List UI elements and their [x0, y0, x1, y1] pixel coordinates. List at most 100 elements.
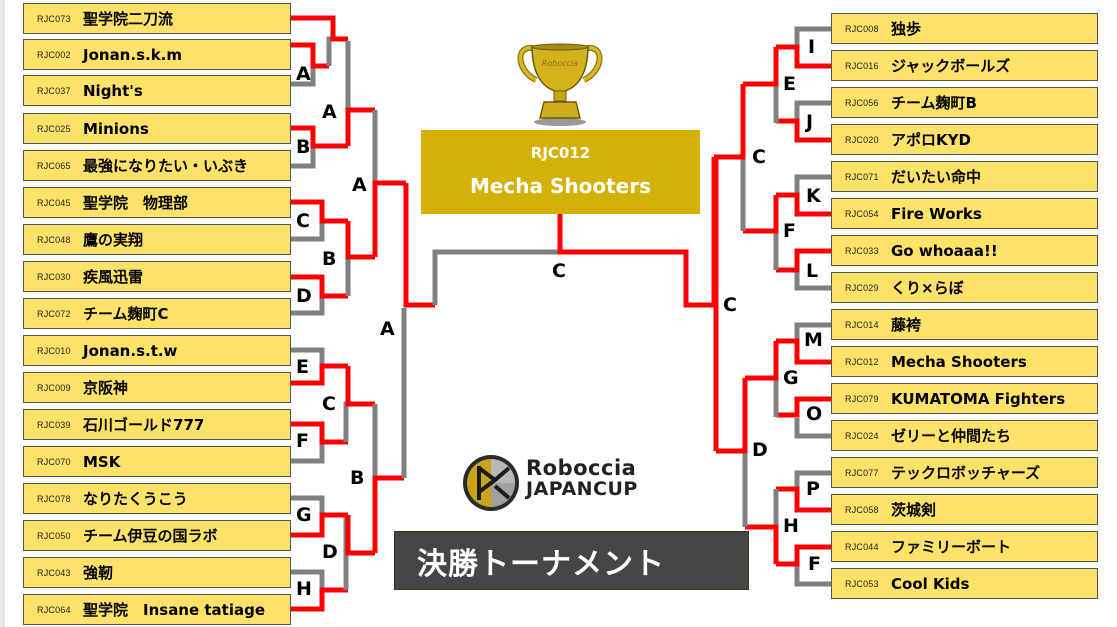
- match-label: A: [352, 174, 367, 196]
- team-code: RJC050: [37, 530, 71, 541]
- team-code: RJC048: [37, 234, 71, 245]
- match-label: F: [296, 430, 309, 452]
- team-code: RJC064: [37, 604, 71, 615]
- team-box[interactable]: RJC078 なりたくうこう: [23, 483, 291, 514]
- match-label: K: [806, 185, 821, 207]
- team-code: RJC072: [37, 308, 71, 319]
- team-code: RJC078: [37, 493, 71, 504]
- match-label: B: [296, 136, 311, 158]
- page-title: 決勝トーナメント: [394, 531, 749, 590]
- team-name: 強靭: [83, 564, 114, 582]
- match-label: J: [806, 111, 814, 133]
- team-code: RJC079: [845, 393, 879, 404]
- match-label: H: [783, 515, 799, 537]
- team-name: 最強になりたい・いぶき: [83, 157, 249, 175]
- team-box[interactable]: RJC045 聖学院 物理部: [23, 187, 291, 218]
- team-name: 疾風迅雷: [83, 268, 144, 286]
- team-name: なりたくうこう: [83, 490, 188, 508]
- team-box[interactable]: RJC054 Fire Works: [831, 198, 1098, 229]
- champion-code: RJC012: [530, 144, 591, 162]
- team-name: 聖学院 物理部: [83, 194, 189, 212]
- team-name: 独歩: [891, 20, 922, 38]
- team-code: RJC073: [37, 13, 71, 24]
- team-name: Minions: [83, 119, 149, 138]
- match-label: A: [322, 101, 337, 123]
- team-box[interactable]: RJC009 京阪神: [23, 372, 291, 403]
- team-code: RJC045: [37, 197, 71, 208]
- match-label: F: [808, 553, 821, 575]
- match-label: I: [808, 36, 816, 58]
- team-code: RJC077: [845, 467, 879, 478]
- team-code: RJC044: [845, 541, 879, 552]
- match-label: G: [296, 504, 312, 526]
- team-box[interactable]: RJC071 だいたい命中: [831, 161, 1098, 192]
- team-code: RJC058: [845, 504, 879, 515]
- champion-name: Mecha Shooters: [469, 174, 652, 198]
- match-label: E: [783, 73, 796, 95]
- team-box[interactable]: RJC012 Mecha Shooters: [831, 346, 1098, 377]
- team-code: RJC056: [845, 97, 879, 108]
- match-label: A: [380, 318, 395, 340]
- team-box[interactable]: RJC056 チーム麹町B: [831, 87, 1098, 118]
- match-label: O: [806, 403, 823, 425]
- match-label: D: [322, 541, 338, 563]
- match-label: L: [806, 260, 819, 282]
- team-code: RJC009: [37, 382, 71, 393]
- team-name: Mecha Shooters: [891, 352, 1027, 371]
- final-match-label: C: [552, 260, 566, 282]
- match-label: D: [296, 285, 312, 307]
- team-code: RJC030: [37, 271, 71, 282]
- team-code: RJC002: [37, 49, 71, 60]
- team-name: Fire Works: [891, 204, 982, 223]
- team-name: だいたい命中: [891, 168, 982, 186]
- team-box[interactable]: RJC030 疾風迅雷: [23, 261, 291, 292]
- match-label: B: [322, 248, 337, 270]
- team-code: RJC008: [845, 23, 879, 34]
- team-code: RJC014: [845, 319, 879, 330]
- team-code: RJC054: [845, 208, 879, 219]
- match-label: C: [723, 294, 737, 316]
- logo-text: Roboccia JAPANCUP: [526, 456, 638, 500]
- team-name: チーム麹町B: [891, 94, 977, 112]
- team-name: Night's: [83, 81, 143, 100]
- match-label: H: [296, 578, 312, 600]
- team-name: MSK: [83, 452, 121, 471]
- team-code: RJC024: [845, 430, 879, 441]
- team-name: 京阪神: [83, 379, 129, 397]
- team-code: RJC053: [845, 578, 879, 589]
- roboccia-logo-icon: [463, 455, 519, 511]
- team-box[interactable]: RJC073 聖学院二刀流: [23, 3, 291, 34]
- team-code: RJC071: [845, 171, 879, 182]
- team-name: 聖学院二刀流: [83, 10, 174, 28]
- team-code: RJC033: [845, 245, 879, 256]
- team-box[interactable]: RJC008 独歩: [831, 13, 1098, 44]
- team-box[interactable]: RJC065 最強になりたい・いぶき: [23, 150, 291, 181]
- team-box[interactable]: RJC077 テックロボッチャーズ: [831, 457, 1098, 488]
- team-name: テックロボッチャーズ: [891, 464, 1041, 482]
- team-name: くり×らぼ: [891, 279, 964, 297]
- match-label: D: [752, 439, 768, 461]
- team-code: RJC012: [845, 356, 879, 367]
- team-code: RJC065: [37, 160, 71, 171]
